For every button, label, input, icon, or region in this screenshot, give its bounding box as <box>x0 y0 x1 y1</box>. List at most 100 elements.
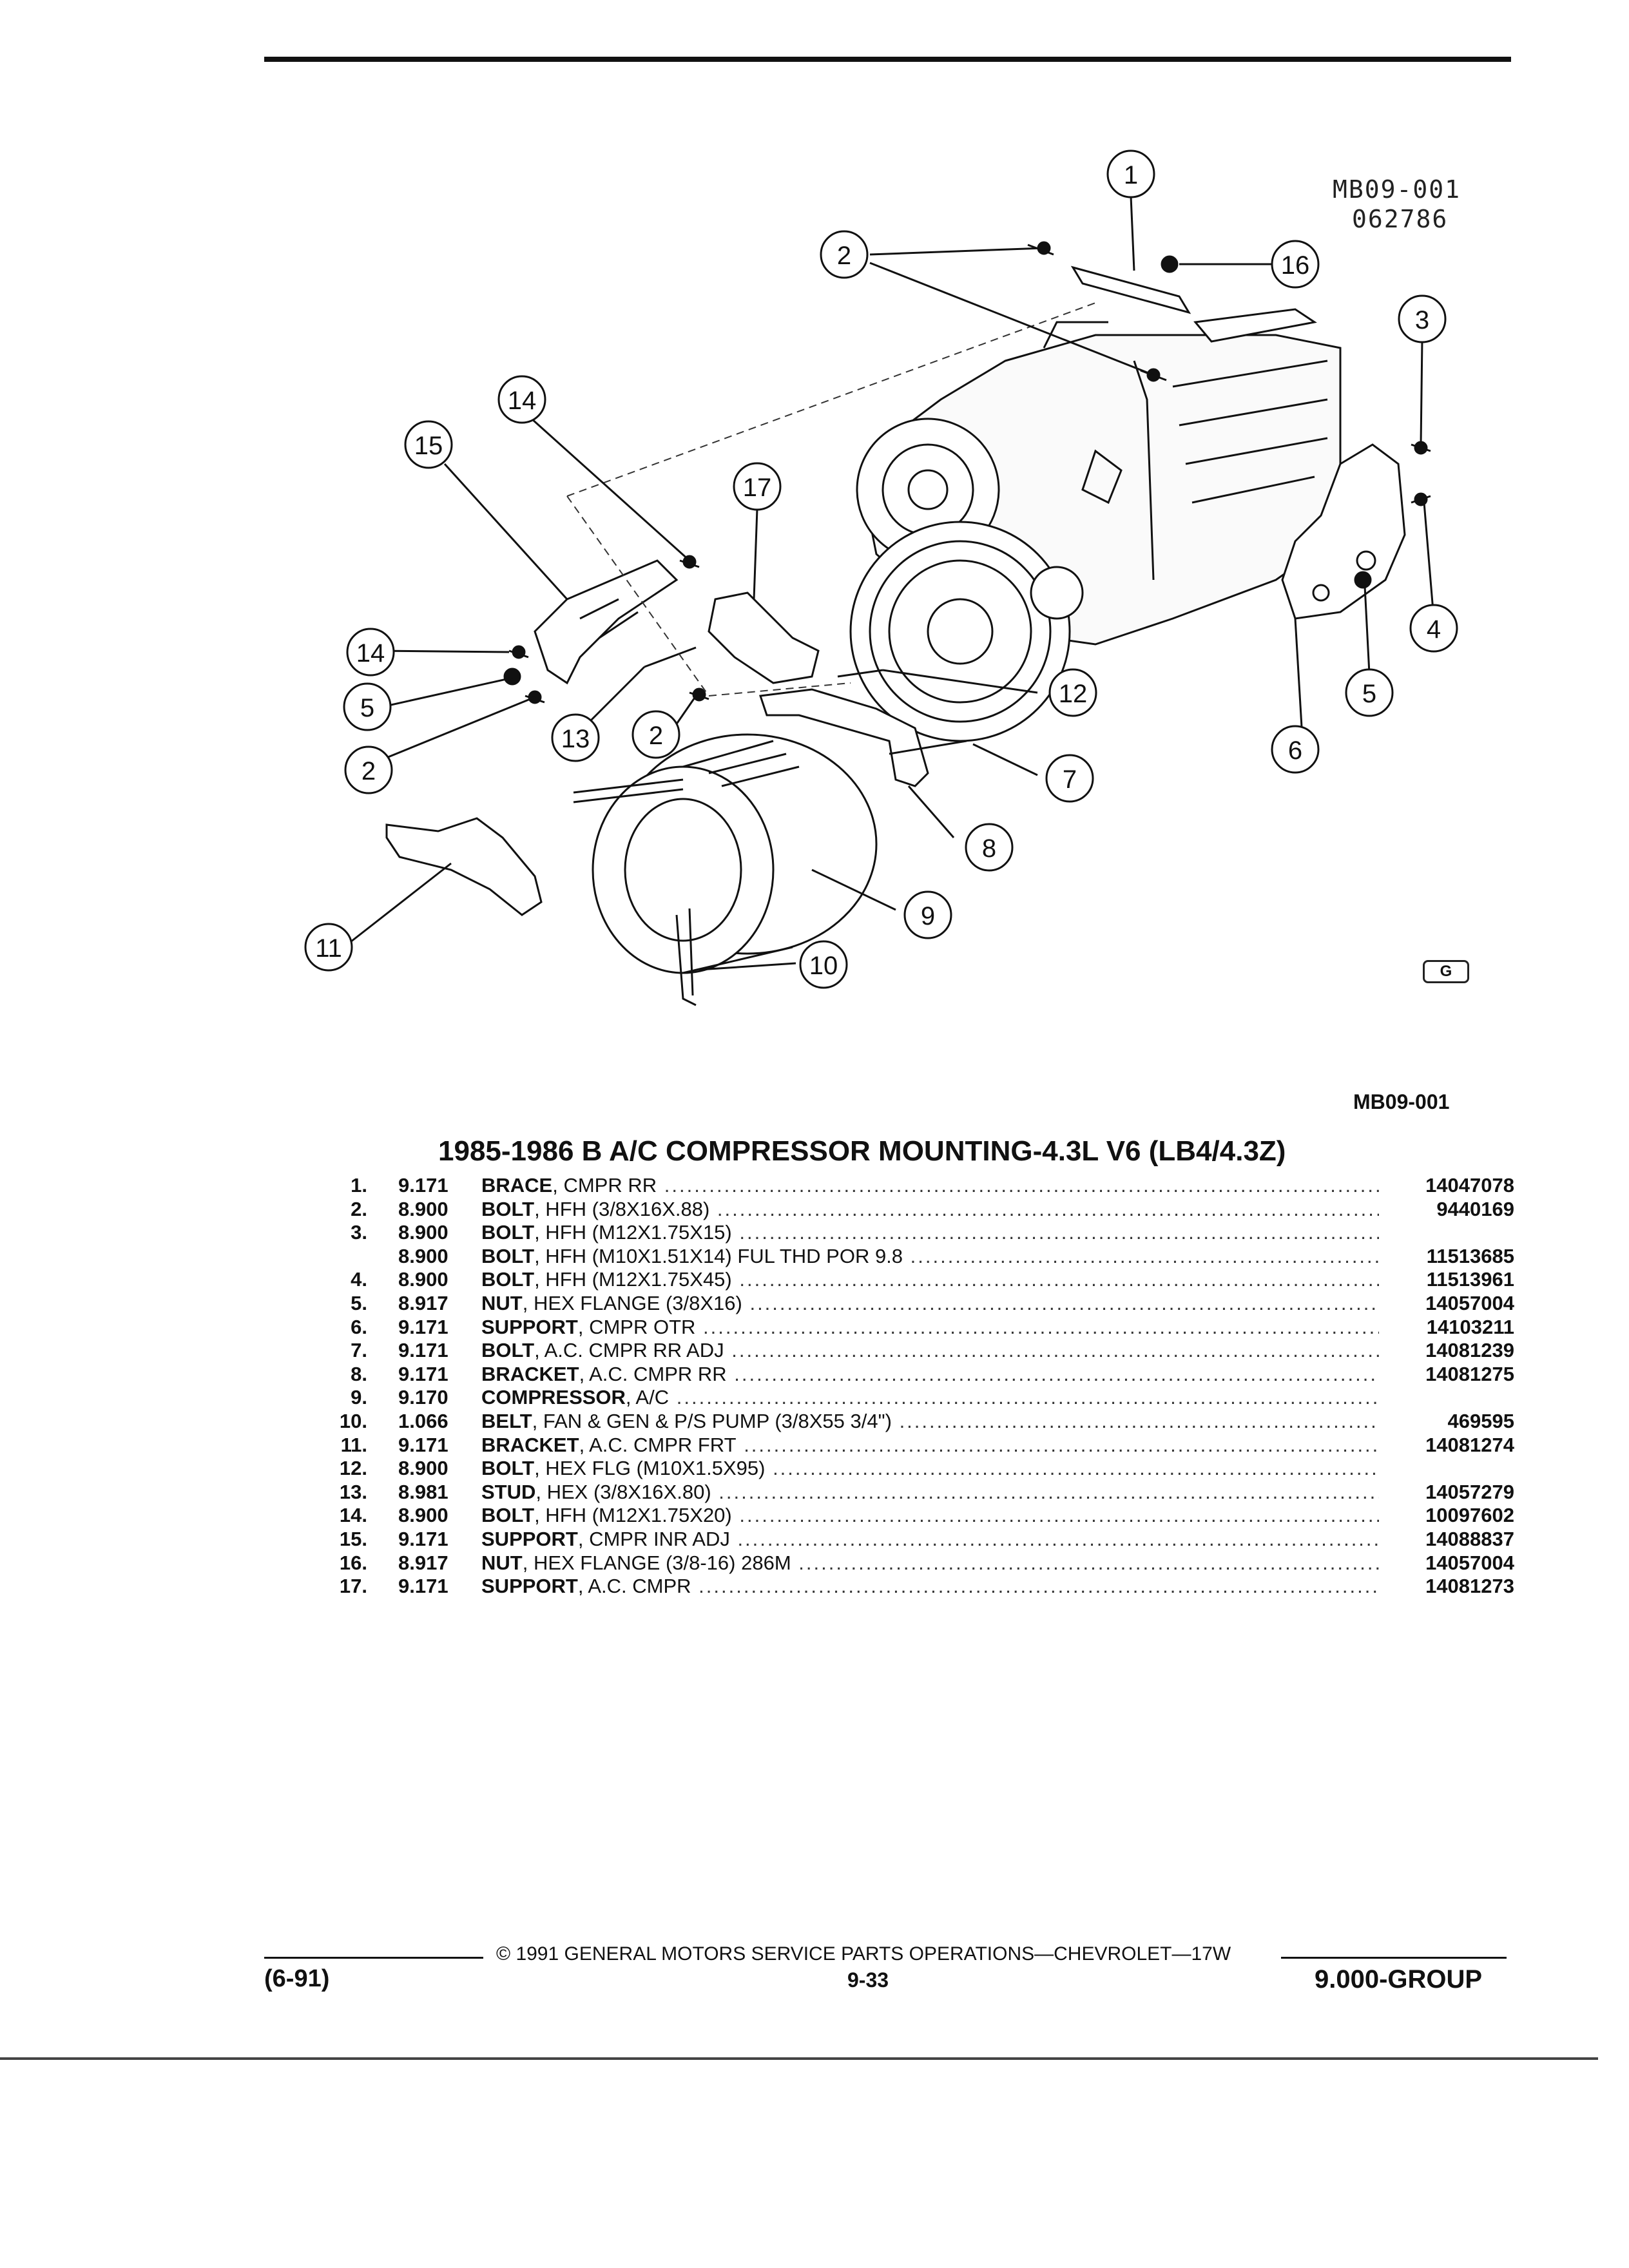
callout-5b: 5 <box>1345 668 1394 717</box>
part-group: 8.900 <box>398 1244 448 1267</box>
svg-text:17: 17 <box>743 474 772 502</box>
svg-text:13: 13 <box>561 725 590 753</box>
bottom-rule <box>0 2057 1598 2060</box>
callout-6: 6 <box>1271 725 1320 774</box>
leader-dots: ........................................… <box>739 1268 1379 1291</box>
callout-15: 15 <box>404 420 453 469</box>
part-group: 8.900 <box>398 1268 448 1291</box>
leader-dots: ........................................… <box>734 1362 1379 1385</box>
part-name: BRACE <box>481 1174 553 1196</box>
svg-text:3: 3 <box>1415 306 1429 334</box>
part-catalog-number: 14057004 <box>1425 1551 1514 1574</box>
engine-block <box>849 321 1342 742</box>
part-description: SUPPORT, CMPR OTR ......................… <box>481 1316 1379 1340</box>
part-description: STUD, HEX (3/8X16X.80) .................… <box>481 1481 1379 1504</box>
part-group: 8.917 <box>398 1551 448 1574</box>
part-number: 9. <box>351 1386 367 1409</box>
part-catalog-number: 469595 <box>1447 1409 1514 1432</box>
svg-text:5: 5 <box>360 694 374 722</box>
callout-2a: 2 <box>820 230 869 279</box>
callout-2c: 2 <box>344 745 393 794</box>
part-number: 17. <box>339 1575 367 1598</box>
leader-lines <box>347 196 1435 971</box>
part-detail: , HFH (M12X1.75X45) <box>534 1268 732 1291</box>
part-detail: , HFH (M12X1.75X20) <box>534 1504 732 1527</box>
leader-dots: ........................................… <box>899 1409 1379 1432</box>
part-group: 8.917 <box>398 1291 448 1314</box>
part-description: BRACKET, A.C. CMPR RR ..................… <box>481 1363 1379 1387</box>
part-description: BRACE, CMPR RR .........................… <box>481 1174 1379 1198</box>
part-description: BOLT, HEX FLG (M10X1.5X95) .............… <box>481 1457 1379 1481</box>
front-bracket <box>385 817 543 916</box>
part-group: 9.171 <box>398 1433 448 1456</box>
footer-rule-right <box>1281 1957 1507 1959</box>
svg-text:10: 10 <box>809 952 838 980</box>
callout-14b: 14 <box>346 628 395 677</box>
leader-dots: ........................................… <box>717 1197 1379 1220</box>
callout-17: 17 <box>733 462 782 511</box>
part-group: 9.171 <box>398 1339 448 1362</box>
top-rule <box>264 57 1511 62</box>
svg-text:7: 7 <box>1063 765 1077 794</box>
part-number: 16. <box>339 1551 367 1574</box>
part-catalog-number: 14047078 <box>1425 1174 1514 1196</box>
svg-text:16: 16 <box>1281 251 1310 280</box>
fasteners <box>503 241 1431 755</box>
part-description: BOLT, HFH (M10X1.51X14) FUL THD POR 9.8 … <box>481 1245 1379 1269</box>
part-description: SUPPORT, A.C. CMPR .....................… <box>481 1575 1379 1599</box>
part-description: NUT, HEX FLANGE (3/8-16) 286M ..........… <box>481 1552 1379 1575</box>
svg-text:1: 1 <box>1124 161 1138 189</box>
part-detail: , HEX FLG (M10X1.5X95) <box>534 1457 766 1480</box>
part-group: 9.171 <box>398 1575 448 1598</box>
footer-revision: (6-91) <box>264 1965 330 1992</box>
part-group: 1.066 <box>398 1409 448 1432</box>
part-name: BOLT <box>481 1197 535 1220</box>
part-group: 8.900 <box>398 1457 448 1480</box>
leader-dots: ........................................… <box>676 1386 1379 1409</box>
part-catalog-number: 14103211 <box>1426 1315 1514 1338</box>
svg-text:14: 14 <box>508 387 537 415</box>
figure-ref: MB09-001 <box>1353 1090 1450 1113</box>
svg-text:14: 14 <box>356 639 385 668</box>
svg-text:2: 2 <box>361 757 376 785</box>
callout-labels: 1 2 16 3 14 15 17 4 14 5 12 13 2 2 7 5 6… <box>304 149 1458 989</box>
part-name: BOLT <box>481 1268 535 1291</box>
part-number: 13. <box>339 1480 367 1503</box>
part-detail: , HFH (M10X1.51X14) FUL THD POR 9.8 <box>534 1244 903 1267</box>
part-detail: , A.C. CMPR FRT <box>579 1433 737 1456</box>
part-catalog-number: 14081274 <box>1425 1433 1514 1456</box>
dashed-guides <box>566 302 1096 697</box>
part-name: NUT <box>481 1551 523 1574</box>
page-title: 1985-1986 B A/C COMPRESSOR MOUNTING-4.3L… <box>438 1135 1286 1167</box>
leader-dots: ........................................… <box>744 1433 1379 1456</box>
part-number: 7. <box>351 1339 367 1362</box>
leader-dots: ........................................… <box>664 1174 1379 1196</box>
rear-bracket <box>758 688 929 787</box>
part-catalog-number: 9440169 <box>1436 1197 1514 1220</box>
part-detail: , A.C. CMPR RR <box>579 1362 727 1385</box>
part-number: 14. <box>339 1504 367 1527</box>
leader-dots: ........................................… <box>703 1315 1379 1338</box>
leader-dots: ........................................… <box>699 1575 1379 1598</box>
part-detail: , HEX FLANGE (3/8X16) <box>522 1291 742 1314</box>
part-catalog-number: 11513961 <box>1426 1268 1514 1291</box>
support-17 <box>708 591 820 684</box>
part-name: BOLT <box>481 1339 535 1362</box>
part-name: SUPPORT <box>481 1315 578 1338</box>
part-detail: , CMPR OTR <box>577 1315 696 1338</box>
part-detail: , FAN & GEN & P/S PUMP (3/8X55 3/4") <box>532 1409 892 1432</box>
svg-text:12: 12 <box>1059 680 1088 708</box>
callout-9: 9 <box>903 890 952 939</box>
part-name: BOLT <box>481 1221 535 1244</box>
part-detail: , HEX FLANGE (3/8-16) 286M <box>522 1551 791 1574</box>
